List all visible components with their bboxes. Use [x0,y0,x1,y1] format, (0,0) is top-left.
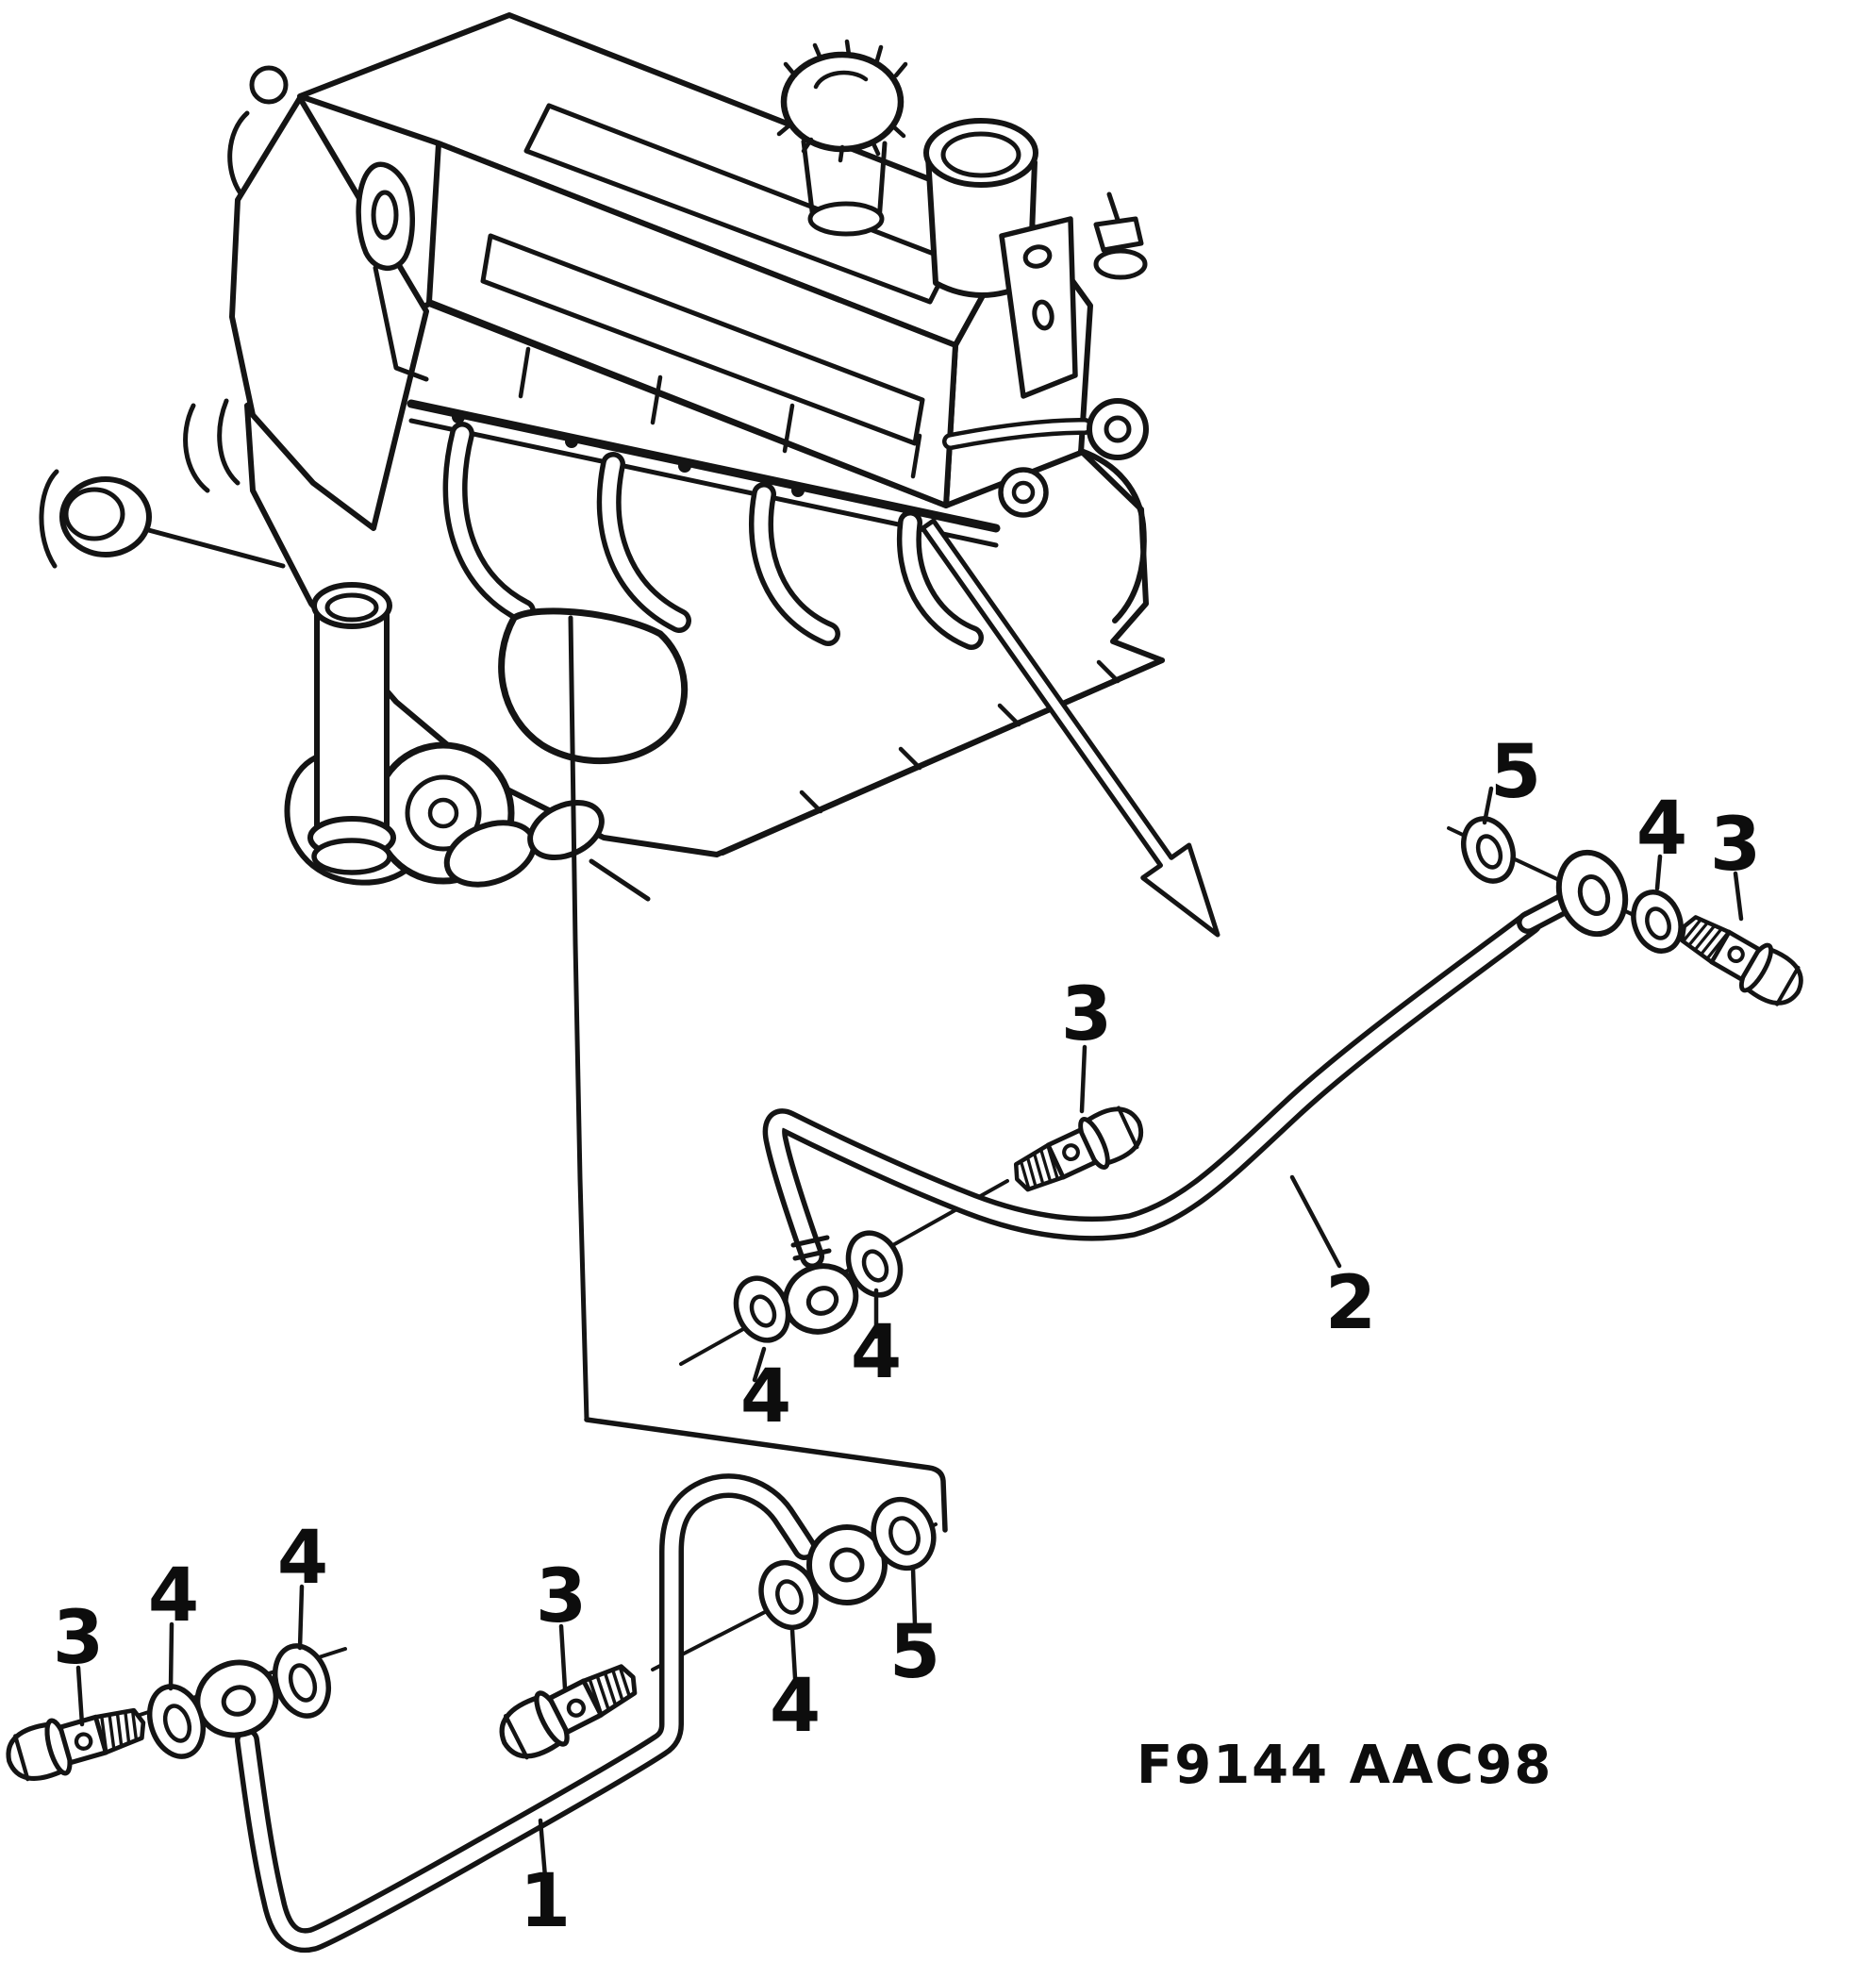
direction-arrow [920,518,1220,938]
hose-arc [227,110,250,196]
callout-4-pipe1-mid: 4 [770,1664,821,1749]
leader-4-pipe1-mid [789,1627,798,1681]
washer-4-pipe1-mid [758,1559,819,1631]
callout-2: 2 [1325,1261,1376,1346]
exhaust-manifold [407,399,1001,764]
callout-5-pipe2: 5 [1490,730,1541,815]
engine-left-face [229,95,429,531]
callout-3-pipe1-left: 3 [53,1596,104,1681]
callout-labels: 5 4 3 3 2 4 4 3 4 4 3 4 5 1 [53,730,1761,1944]
callout-4-pipe1-a: 4 [148,1554,199,1638]
engine-right-details [720,191,1165,856]
head-ticks [518,346,922,479]
hose-stub [249,65,289,105]
callout-4-pipe2-end: 4 [1636,787,1687,872]
leader-5-pipe2 [1482,786,1494,825]
callout-3-pipe1-mid: 3 [536,1555,587,1639]
washer-4-pipe2-right [845,1230,904,1298]
callout-5-pipe1: 5 [889,1610,940,1695]
banjo-bolt-pipe2-end [1680,915,1803,1006]
figure-code: F9144 AAC98 [1137,1735,1552,1796]
washer-5-pipe1 [871,1496,937,1571]
washers [147,816,1684,1759]
leader-3-pipe2-end [1733,871,1744,922]
part-pipe-2 [762,849,1629,1335]
leader-3-pipe1-mid [558,1623,568,1691]
leader-4-pipe1-b [297,1584,305,1651]
banjo-bolt-pipe2-mid [1013,1106,1144,1192]
banjo-bolt-pipe1-mid [499,1664,638,1760]
washer-4-pipe2-end [1631,890,1684,954]
washer-4-pipe1-b [273,1643,331,1719]
engine-illustration [39,12,1165,902]
pipe2-eye-upper [1555,849,1629,938]
washer-4-pipe2-left [733,1275,791,1343]
wastegate-actuator [39,469,286,569]
leader-4-pipe1-a [168,1621,174,1691]
washer-5-pipe2 [1461,816,1516,884]
leader-5-pipe1 [910,1566,918,1627]
callout-4-pipe1-b: 4 [277,1516,328,1601]
callout-leaders [75,786,1744,1880]
engine-block-outline [244,301,1165,857]
pulley-arc-2 [217,398,241,486]
banjo-bolt-pipe1-left [6,1707,146,1782]
pipe1-eye-right [806,1524,888,1605]
callout-4-pipe2-left: 4 [740,1355,791,1439]
backing-plate-corner [584,1417,948,1533]
leader-4-pipe2-left [752,1346,767,1383]
callout-1: 1 [520,1859,571,1944]
pipe2-collar [790,1235,832,1261]
cover-front-recess [480,233,925,446]
leader-3-pipe2-mid [1079,1044,1087,1114]
bracket-plate [999,216,1078,399]
banjo-bolts [6,915,1803,1782]
water-pipe [307,582,396,875]
leader-1 [538,1818,548,1880]
washer-4-pipe1-a [147,1684,206,1759]
callout-4-pipe2-right: 4 [851,1310,902,1395]
pulley-arc-1 [183,403,210,493]
callout-3-pipe2-end: 3 [1710,803,1761,888]
lifting-eye [356,161,429,382]
leader-2 [1289,1174,1342,1269]
leader-3-pipe1-left [75,1665,85,1727]
leader-4-pipe2-end [1654,854,1663,891]
callout-3-pipe2-mid: 3 [1061,973,1112,1057]
oil-filler-cap [776,39,908,237]
reference-line-pipe1 [568,615,589,1422]
